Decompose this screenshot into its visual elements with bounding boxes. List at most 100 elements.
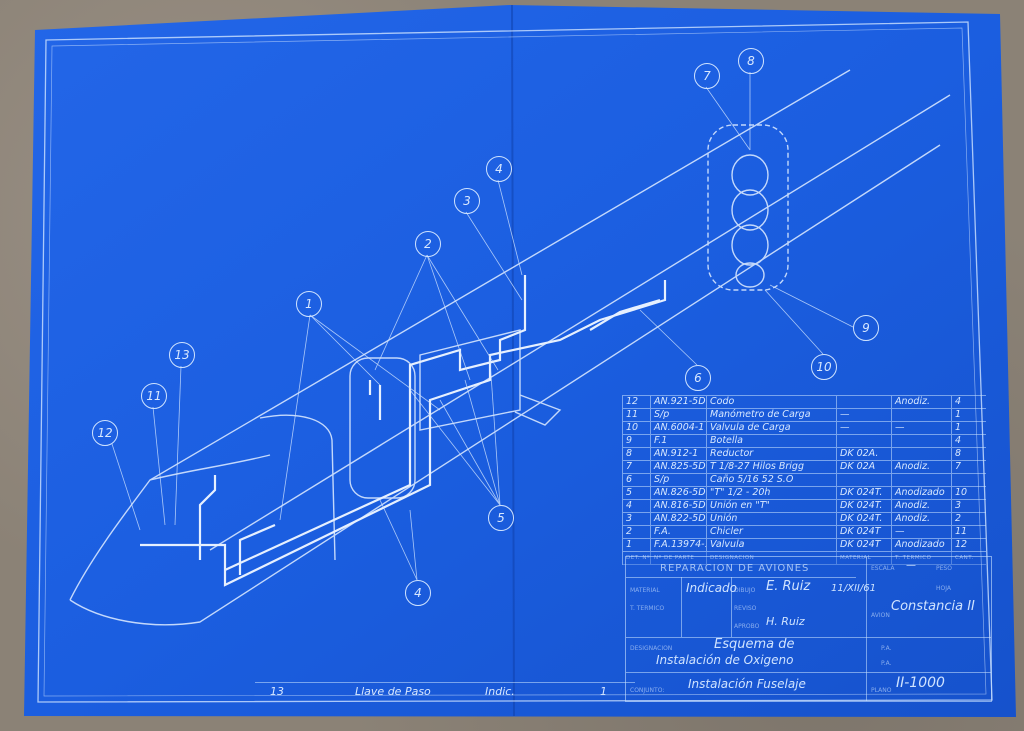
callout-5: 5 bbox=[488, 505, 514, 531]
cell-material: DK 02A bbox=[837, 461, 892, 473]
drawing-number: II-1000 bbox=[896, 675, 945, 691]
cell-qty: 11 bbox=[955, 526, 968, 537]
cell-treatment bbox=[892, 409, 952, 421]
scale-value: — bbox=[906, 560, 916, 571]
label-p-a-1: P.A. bbox=[881, 645, 892, 652]
cell-designation: Reductor bbox=[707, 448, 837, 460]
label-designacion: DESIGNACION bbox=[630, 645, 673, 652]
cell-material bbox=[837, 474, 892, 486]
label-p-a-2: P.A. bbox=[881, 660, 892, 667]
cell-designation: Valvula de Carga bbox=[707, 422, 837, 434]
cell-treatment: — bbox=[892, 526, 952, 538]
cell-part: AN.825-5D bbox=[651, 461, 707, 473]
callout-12: 12 bbox=[92, 420, 118, 446]
sheet-border bbox=[37, 21, 993, 703]
cell-qty: 2 bbox=[955, 513, 962, 524]
cell-material: — bbox=[837, 409, 892, 421]
header-cell: MATERIAL bbox=[837, 552, 892, 564]
bottom-material: Indic. bbox=[485, 685, 515, 698]
cell-treatment bbox=[892, 474, 952, 486]
company-name: REPARACION DE AVIONES bbox=[660, 563, 810, 574]
material-value: Indicado bbox=[686, 581, 738, 595]
cell-qty: 10 bbox=[955, 487, 968, 498]
callout-1: 1 bbox=[296, 291, 322, 317]
cell-item: 8 bbox=[623, 448, 651, 460]
header-cell: CANT. bbox=[955, 555, 974, 561]
cell-designation: Unión en "T" bbox=[707, 500, 837, 512]
cell-qty: 8 bbox=[955, 448, 962, 459]
cell-material: — bbox=[837, 422, 892, 434]
callout-11: 11 bbox=[141, 383, 167, 409]
cell-part: F.A.13974-1 bbox=[651, 539, 707, 551]
cell-item: 10 bbox=[623, 422, 651, 434]
cell-treatment: Anodiz. bbox=[892, 396, 952, 408]
designation-line1: Esquema de bbox=[714, 637, 795, 652]
cell-treatment: Anodiz. bbox=[892, 500, 952, 512]
cell-treatment: Anodiz. bbox=[892, 461, 952, 473]
fuselage-outline bbox=[69, 69, 951, 626]
cell-item: 3 bbox=[623, 513, 651, 525]
cell-qty: 1 bbox=[955, 409, 962, 420]
title-block: REPARACION DE AVIONES MATERIAL T. TERMIC… bbox=[625, 556, 992, 702]
cell-designation: Botella bbox=[707, 435, 837, 447]
callout-13: 13 bbox=[169, 342, 195, 368]
cell-part: F.1 bbox=[651, 435, 707, 447]
cell-qty: 1 bbox=[955, 422, 962, 433]
cell-treatment bbox=[892, 448, 952, 460]
cell-material: DK 024T. bbox=[837, 500, 892, 512]
label-t-termico: T. TERMICO bbox=[630, 605, 665, 612]
callout-4: 4 bbox=[486, 156, 512, 182]
assembly-name: Instalación Fuselaje bbox=[688, 677, 806, 691]
callout-10: 10 bbox=[811, 354, 837, 380]
label-avion: AVION bbox=[871, 612, 890, 619]
cell-designation: Chicler bbox=[707, 526, 837, 538]
label-aprobo: APROBO bbox=[734, 623, 760, 630]
cell-material: DK 024T bbox=[837, 526, 892, 538]
cell-qty: 3 bbox=[955, 500, 962, 511]
signature-drawn: E. Ruiz bbox=[766, 579, 811, 594]
cell-part: S/p bbox=[651, 409, 707, 421]
cell-part: AN.822-5D bbox=[651, 513, 707, 525]
cell-material: DK 02A. bbox=[837, 448, 892, 460]
header-cell: DET. Nº bbox=[623, 552, 651, 564]
cell-material: DK 024T bbox=[837, 539, 892, 551]
drawing-date: 11/XII/61 bbox=[831, 583, 876, 594]
callout-3: 3 bbox=[454, 188, 480, 214]
cell-treatment: Anodizado bbox=[892, 539, 952, 551]
cell-item: 6 bbox=[623, 474, 651, 486]
cell-designation: Codo bbox=[707, 396, 837, 408]
bottom-item: 13 bbox=[270, 685, 284, 698]
leader-lines bbox=[111, 72, 854, 581]
label-peso: PESO bbox=[936, 565, 952, 572]
bottom-designation: Llave de Paso bbox=[355, 685, 431, 698]
cell-treatment bbox=[892, 435, 952, 447]
cell-item: 5 bbox=[623, 487, 651, 499]
cell-item: 1 bbox=[623, 539, 651, 551]
cell-item: 9 bbox=[623, 435, 651, 447]
cell-material bbox=[837, 435, 892, 447]
label-material: MATERIAL bbox=[630, 587, 660, 594]
label-conjunto: CONJUNTO: bbox=[630, 687, 665, 694]
cell-part: AN.6004-1 bbox=[651, 422, 707, 434]
callout-6: 6 bbox=[685, 365, 711, 391]
callout-7: 7 bbox=[694, 63, 720, 89]
callout-2: 2 bbox=[415, 231, 441, 257]
cell-part: AN.912-1 bbox=[651, 448, 707, 460]
header-cell: T. TERMICO bbox=[892, 552, 952, 564]
signature-approved: H. Ruiz bbox=[766, 615, 805, 628]
cell-treatment: — bbox=[892, 422, 952, 434]
callout-8: 8 bbox=[738, 48, 764, 74]
cell-designation: Valvula bbox=[707, 539, 837, 551]
cell-part: AN.921-5D bbox=[651, 396, 707, 408]
cell-designation: Caño 5/16 52 S.O bbox=[707, 474, 837, 486]
